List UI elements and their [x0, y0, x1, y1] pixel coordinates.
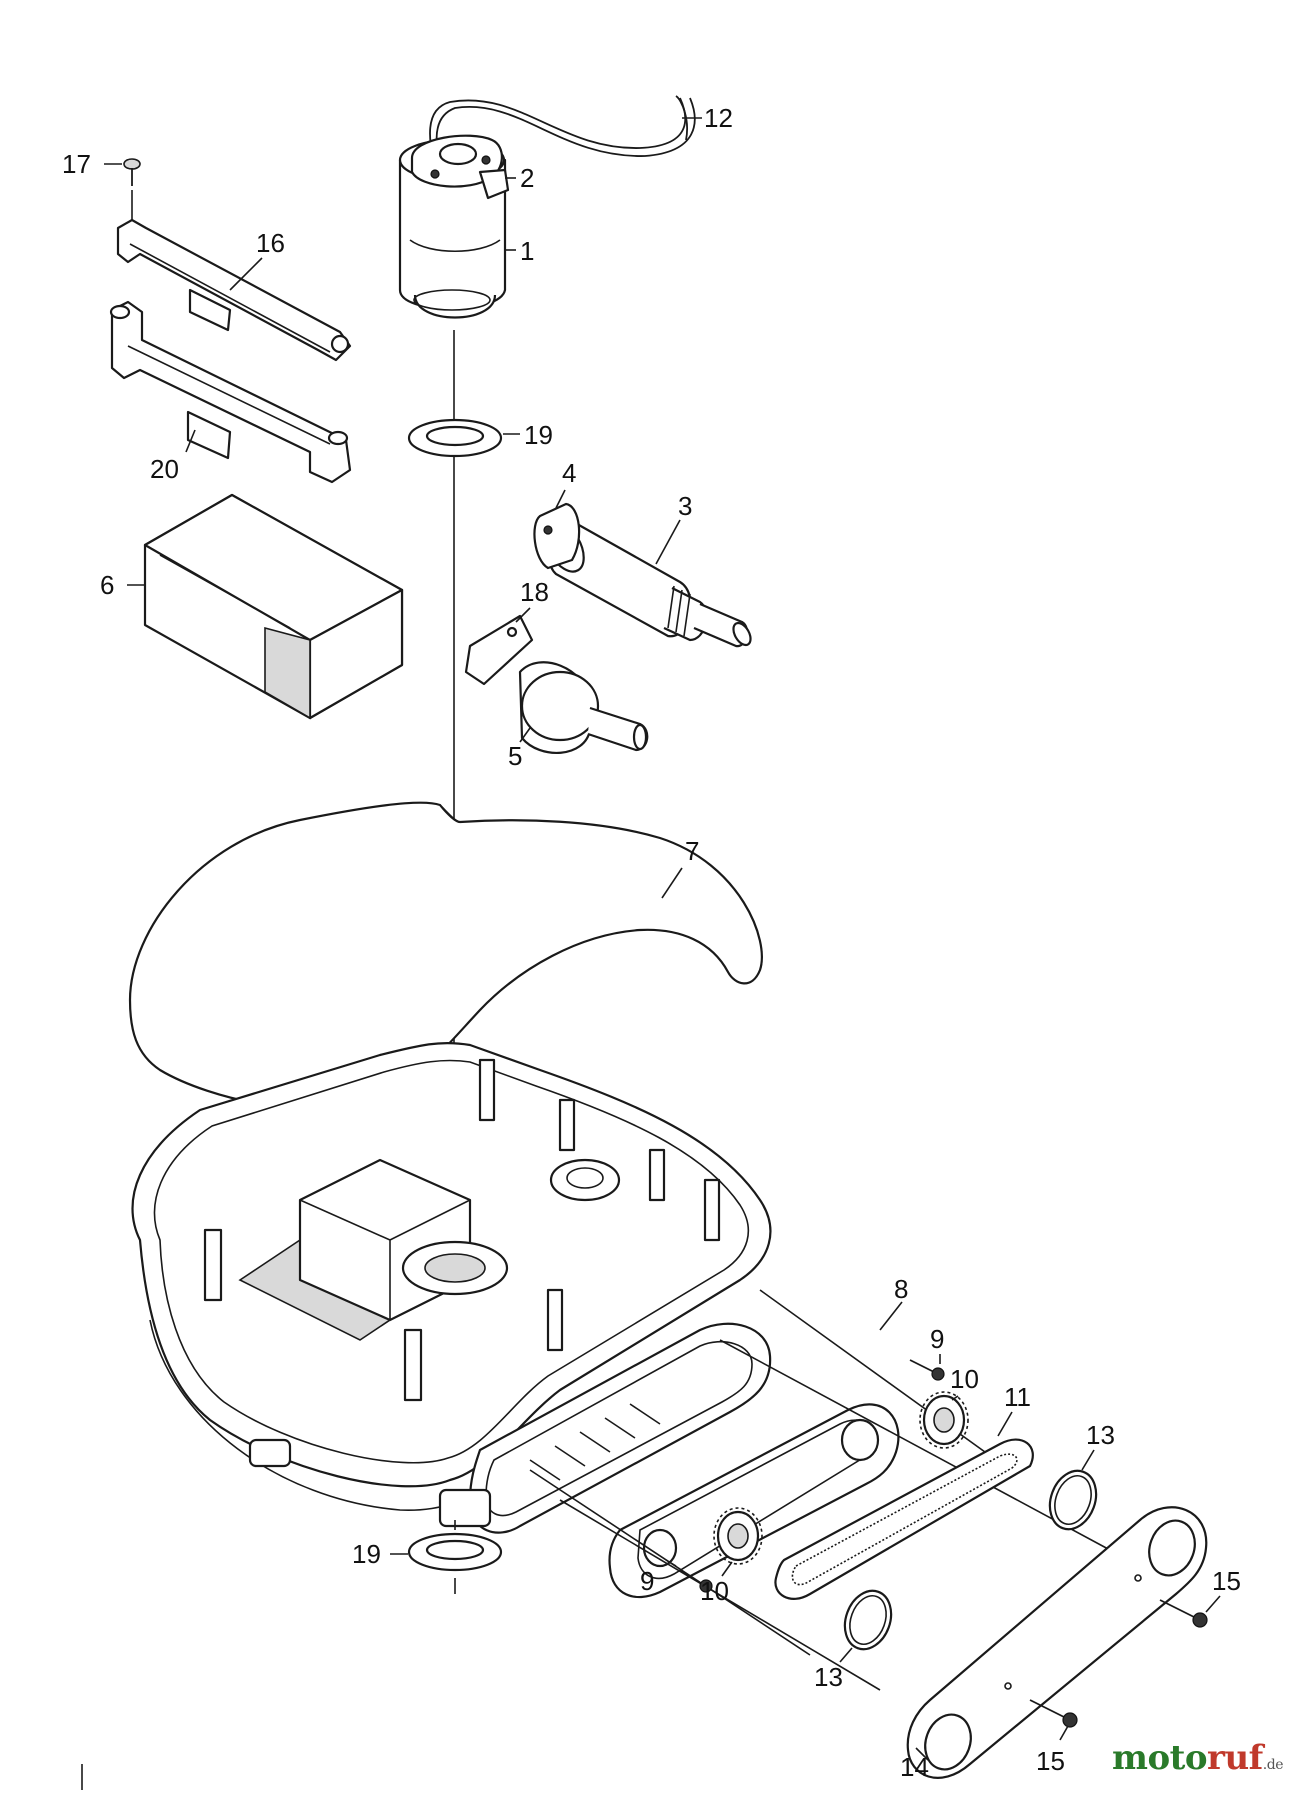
part-9-screw-upper — [909, 1359, 945, 1381]
watermark-suffix: .de — [1262, 1757, 1284, 1773]
callout-11: 11 — [1004, 1382, 1031, 1412]
watermark-part1: moto — [1111, 1738, 1208, 1778]
leader-lines — [104, 117, 1221, 1761]
callout-9-lower: 9 — [640, 1566, 654, 1596]
callout-13-lower: 13 — [814, 1662, 843, 1692]
callout-3: 3 — [678, 491, 692, 521]
assembly-guide-lines — [529, 1289, 1111, 1691]
callout-15-lower: 15 — [1036, 1746, 1065, 1776]
callout-16: 16 — [256, 228, 285, 258]
callout-8: 8 — [894, 1274, 908, 1304]
watermark-logo: motoruf.de — [1111, 1738, 1284, 1778]
part-15-screw-upper — [1159, 1599, 1208, 1628]
part-15-screw-lower — [1029, 1699, 1078, 1728]
part-1-motor — [398, 138, 507, 319]
part-11-belt — [774, 1438, 1034, 1600]
part-20-bracket — [109, 300, 352, 484]
callout-10-upper: 10 — [950, 1364, 979, 1394]
callout-10-lower: 10 — [700, 1576, 729, 1606]
part-2-motor-cap — [410, 134, 510, 200]
part-13-oring-lower — [843, 1589, 893, 1651]
callout-20: 20 — [150, 454, 179, 484]
part-4-motor-end-cap — [533, 502, 581, 570]
callout-19-upper: 19 — [524, 420, 553, 450]
callout-4: 4 — [562, 458, 576, 488]
part-12-cable — [429, 95, 696, 189]
part-14-outer-plate — [906, 1506, 1208, 1779]
part-13-oring-upper — [1048, 1469, 1098, 1531]
callout-labels: 12 2 1 19 17 16 20 6 4 3 18 5 7 8 9 10 1… — [62, 103, 1241, 1782]
callout-18: 18 — [520, 577, 549, 607]
part-19-washer-upper — [407, 418, 503, 458]
callout-6: 6 — [100, 570, 114, 600]
part-19-washer-lower — [407, 1520, 503, 1594]
main-housing — [131, 1041, 772, 1534]
part-17-screw — [123, 158, 141, 222]
callout-1: 1 — [520, 236, 534, 266]
part-10-gear-lower — [713, 1507, 763, 1565]
callout-5: 5 — [508, 741, 522, 771]
part-18-clip — [464, 614, 534, 686]
part-9-screw-lower — [679, 1569, 713, 1593]
callout-19-lower: 19 — [352, 1539, 381, 1569]
part-10-gear-upper — [919, 1391, 969, 1449]
callout-7: 7 — [685, 836, 699, 866]
part-5-gearbox — [518, 661, 649, 755]
callout-14: 14 — [900, 1752, 929, 1782]
part-6-battery-box — [143, 493, 404, 720]
callout-13-upper: 13 — [1086, 1420, 1115, 1450]
callout-17: 17 — [62, 149, 91, 179]
callout-15-upper: 15 — [1212, 1566, 1241, 1596]
callout-9-upper: 9 — [930, 1324, 944, 1354]
part-8-side-plate — [608, 1403, 900, 1598]
callout-12: 12 — [704, 103, 733, 133]
part-16-bracket — [116, 218, 352, 362]
watermark-part2: ruf — [1207, 1738, 1263, 1778]
callout-2: 2 — [520, 163, 534, 193]
